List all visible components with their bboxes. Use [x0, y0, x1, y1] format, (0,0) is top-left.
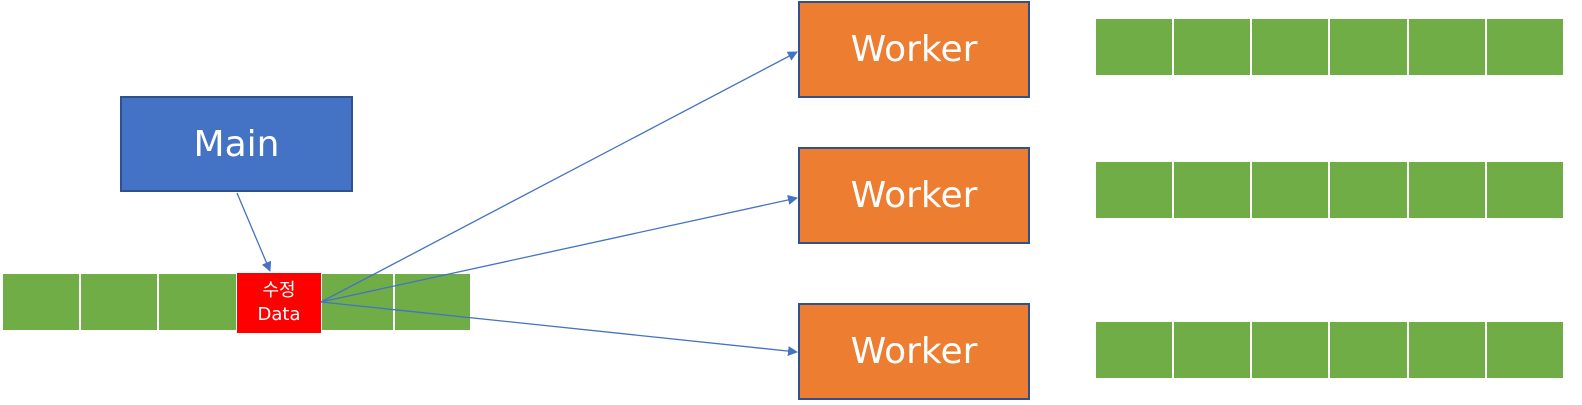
arrow-data-to-worker-1	[320, 51, 798, 303]
array-cell	[1408, 18, 1486, 76]
modified-data-label-line2: Data	[257, 304, 301, 325]
array-cell	[1408, 321, 1486, 379]
array-cell	[80, 273, 158, 331]
array-cell	[321, 273, 394, 331]
array-cell	[1329, 18, 1408, 76]
worker-node-label: Worker	[850, 175, 978, 216]
array-cell	[1251, 161, 1329, 219]
array-cell	[1408, 161, 1486, 219]
array-cell	[1095, 18, 1173, 76]
modified-data-cell: 수정 Data	[237, 273, 321, 333]
array-cell	[1173, 321, 1251, 379]
array-cell	[1251, 18, 1329, 76]
arrow-main-to-data	[236, 192, 272, 272]
main-node: Main	[120, 96, 353, 192]
worker-node-2: Worker	[798, 147, 1030, 244]
worker-node-3: Worker	[798, 303, 1030, 400]
array-cell	[1486, 18, 1564, 76]
arrow-data-to-worker-3	[320, 301, 798, 357]
array-cell	[1173, 18, 1251, 76]
array-cell	[1251, 321, 1329, 379]
arrow-data-to-worker-2	[320, 195, 798, 303]
array-cell	[1329, 321, 1408, 379]
array-cell	[1173, 161, 1251, 219]
main-node-label: Main	[193, 123, 280, 165]
array-cell	[2, 273, 80, 331]
array-cell	[1095, 161, 1173, 219]
worker-node-label: Worker	[850, 29, 978, 70]
array-cell	[1095, 321, 1173, 379]
worker-node-label: Worker	[850, 331, 978, 372]
array-cell	[1486, 161, 1564, 219]
modified-data-label-line1: 수정	[262, 280, 296, 301]
array-cell	[1486, 321, 1564, 379]
array-cell	[1329, 161, 1408, 219]
array-cell	[158, 273, 237, 331]
worker-node-1: Worker	[798, 1, 1030, 98]
